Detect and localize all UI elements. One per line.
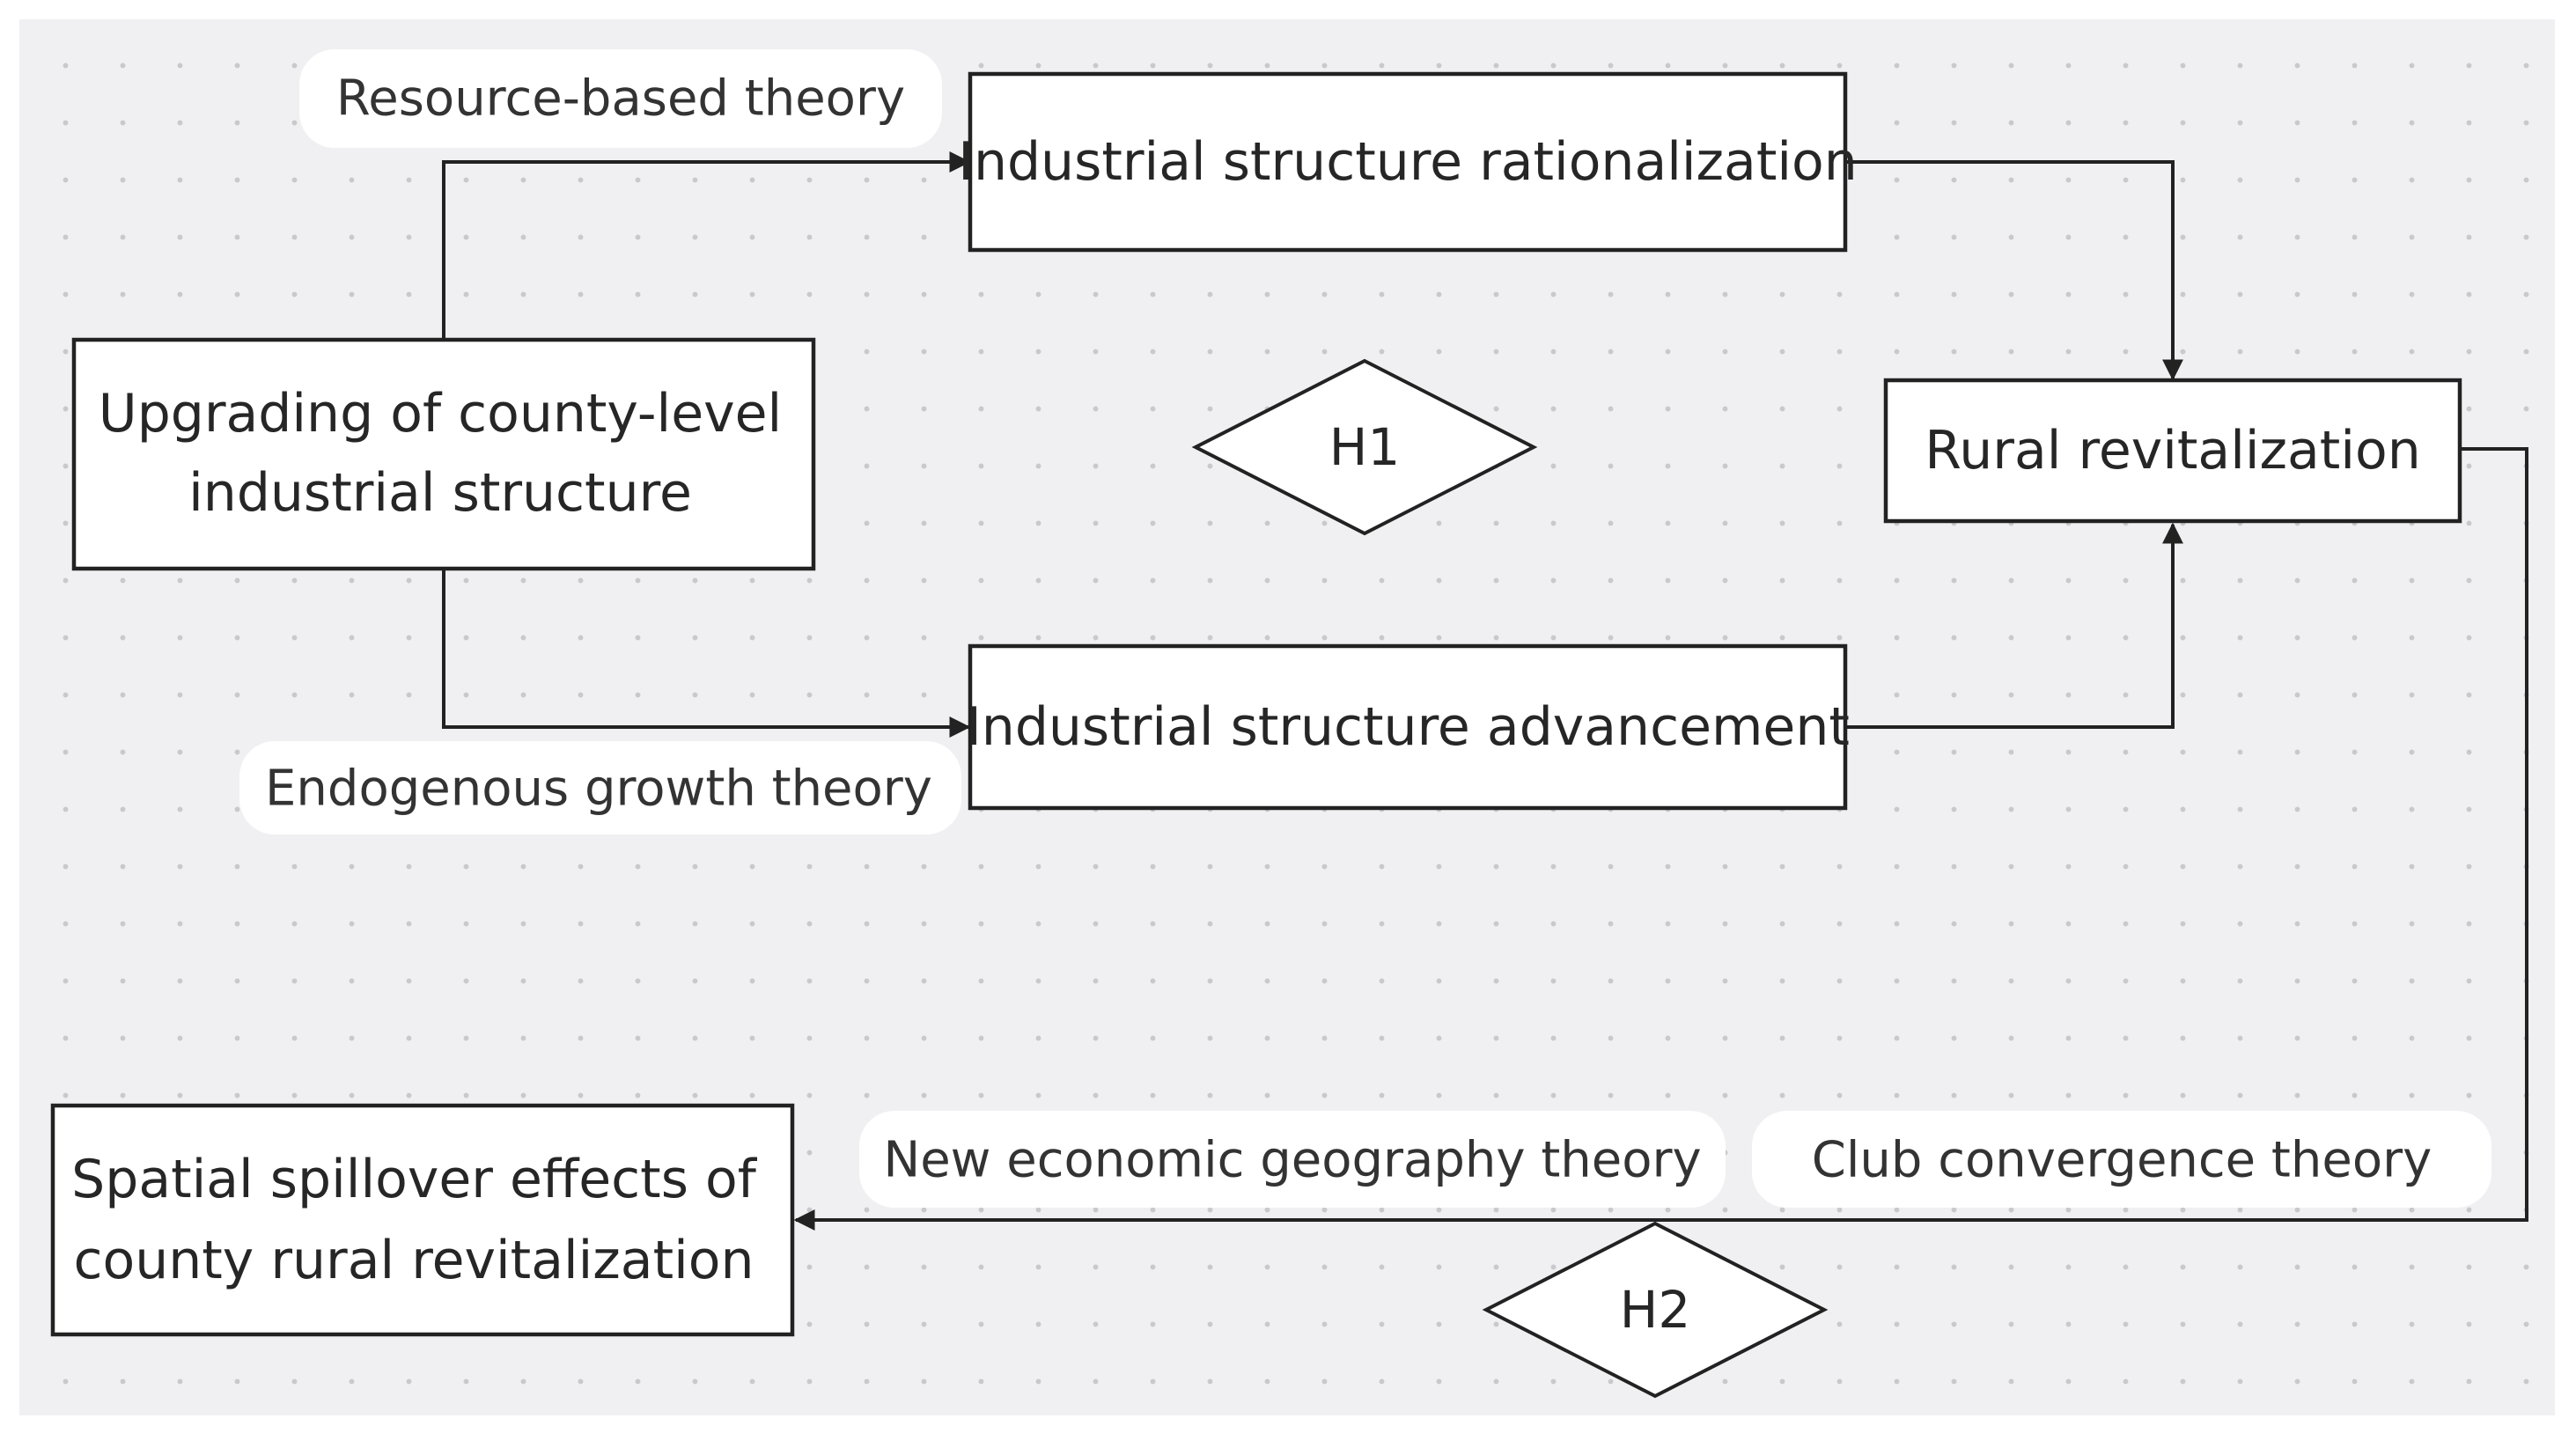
node-upgrading-line2: industrial structure: [188, 462, 692, 524]
node-upgrading: Upgrading of county-level industrial str…: [71, 337, 816, 571]
theory-label-geography-text: New economic geography theory: [883, 1132, 1701, 1189]
node-rationalization-text: Industrial structure rationalization: [958, 131, 1858, 193]
theory-label-endogenous: Endogenous growth theory: [239, 741, 961, 834]
theory-label-geography: New economic geography theory: [859, 1111, 1726, 1208]
hypothesis-h1-text: H1: [1329, 417, 1401, 477]
node-rural-text: Rural revitalization: [1925, 420, 2420, 481]
node-upgrading-line1: Upgrading of county-level: [99, 383, 782, 445]
theory-label-endogenous-text: Endogenous growth theory: [265, 761, 932, 818]
hypothesis-h2-text: H2: [1620, 1280, 1691, 1340]
arrow-rationalization-to-rural: [1845, 160, 2183, 381]
hypothesis-h1: H1: [1191, 358, 1538, 536]
node-rural: Rural revitalization: [1883, 378, 2462, 524]
node-spillover: Spatial spillover effects of county rura…: [50, 1103, 795, 1337]
node-advancement-text: Industrial structure advancement: [966, 696, 1850, 758]
theory-label-resource-text: Resource-based theory: [336, 70, 905, 128]
node-spillover-line2: county rural revitalization: [74, 1230, 754, 1291]
hypothesis-h2: H2: [1482, 1221, 1829, 1399]
arrow-advancement-to-rural: [1845, 522, 2183, 729]
theory-label-club-text: Club convergence theory: [1812, 1132, 2432, 1189]
arrow-upgrading-to-advancement: [442, 569, 971, 738]
theory-label-resource: Resource-based theory: [299, 49, 942, 148]
node-rationalization: Industrial structure rationalization: [958, 71, 1858, 253]
arrow-upgrading-to-rationalization: [442, 151, 971, 338]
theory-label-club: Club convergence theory: [1752, 1111, 2491, 1208]
node-spillover-line1: Spatial spillover effects of: [71, 1149, 758, 1210]
arrow-rural-to-spillover: [793, 447, 2528, 1231]
node-advancement: Industrial structure advancement: [966, 643, 1850, 811]
